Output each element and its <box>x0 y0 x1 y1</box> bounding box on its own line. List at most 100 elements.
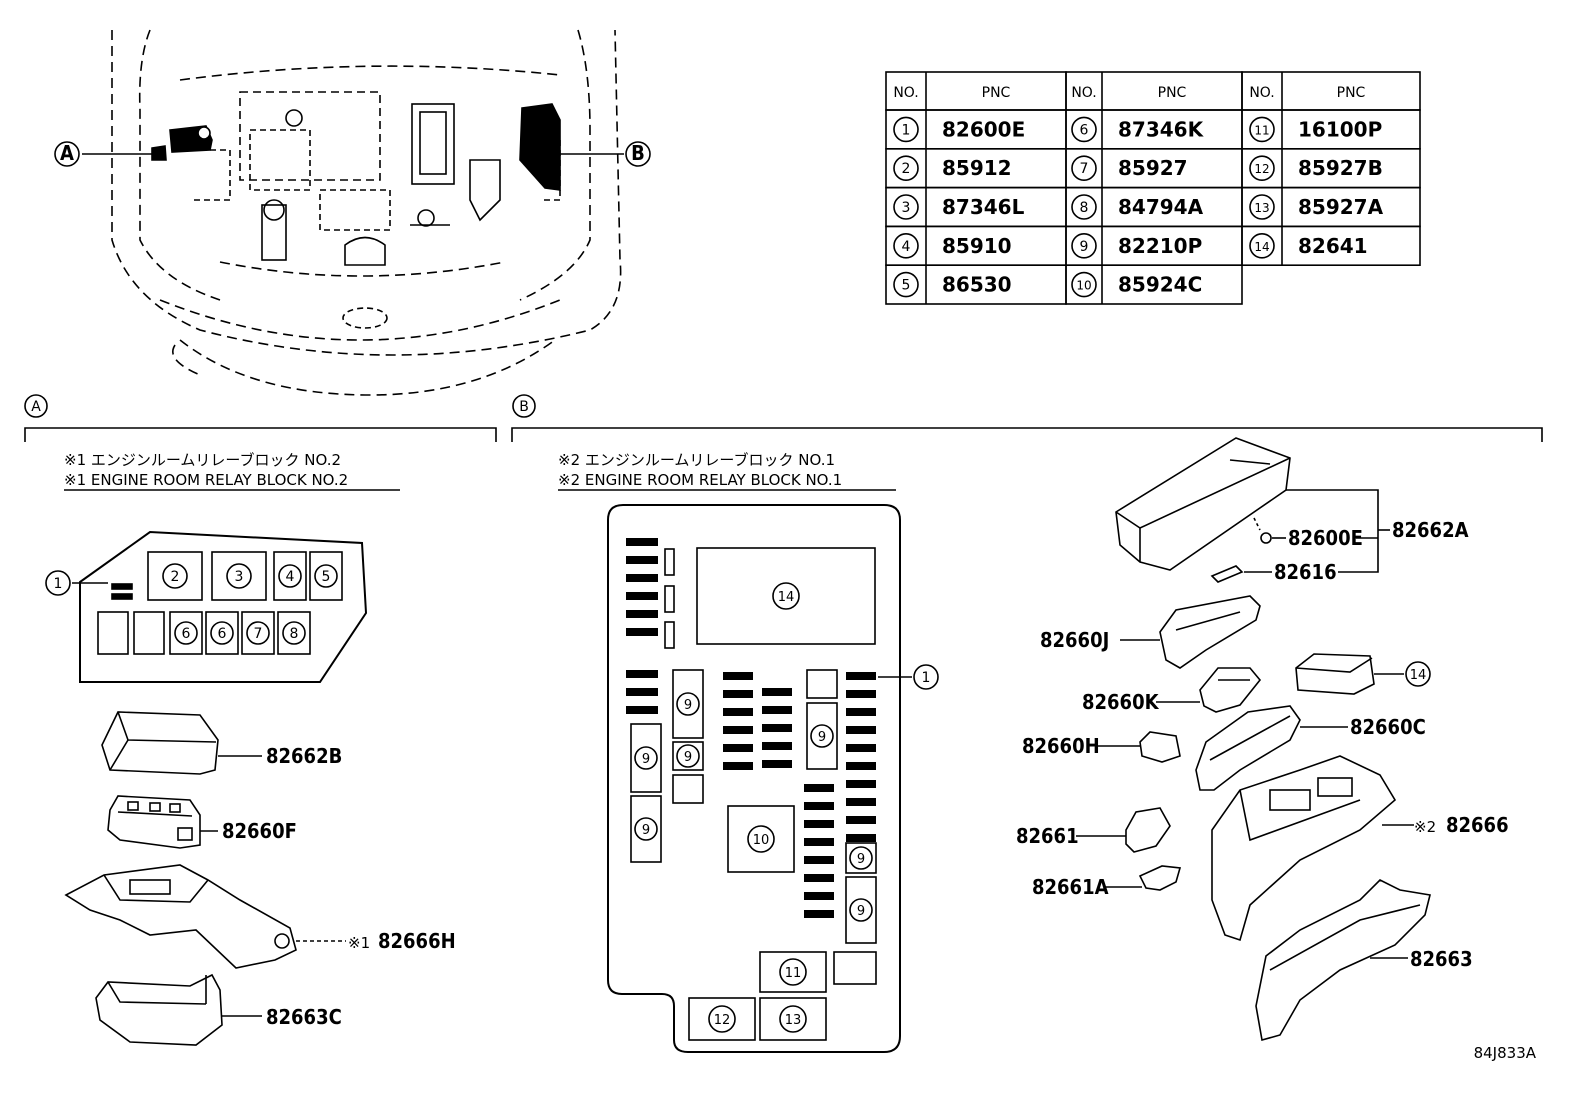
part-82663-drawing <box>1255 879 1431 1042</box>
table-pnc-82641: 82641 <box>1298 234 1368 258</box>
table-header-pnc: PNC <box>1158 85 1187 101</box>
section-a-marker: A <box>31 399 41 415</box>
fuse-mark <box>762 688 792 696</box>
b-callout-14-part: 14 <box>1410 668 1427 683</box>
b-callout-1: 1 <box>922 670 931 686</box>
b-callout-11: 11 <box>785 966 802 981</box>
part-82663C-drawing <box>95 973 223 1046</box>
section-b: B ※2 エンジンルームリレーブロック NO.1 ※2 ENGINE ROOM … <box>511 394 1543 1053</box>
section-b-marker: B <box>519 399 529 415</box>
table-header-no: NO. <box>893 85 918 101</box>
part-label-82666: 82666 <box>1446 813 1509 837</box>
engine-bay-overview: A B <box>54 29 651 396</box>
part-label-82662A: 82662A <box>1392 518 1469 542</box>
fuse-mark <box>804 820 834 828</box>
fuse-mark <box>762 760 792 768</box>
table-no-circle <box>893 271 919 298</box>
fuse-mark <box>804 838 834 846</box>
table-no-7: 7 <box>1080 161 1089 177</box>
fuse-mark <box>723 726 753 734</box>
part-label-82663C: 82663C <box>266 1005 342 1029</box>
b-block-callouts: 14 9 9 9 9 9 9 9 10 11 12 13 <box>634 582 873 1033</box>
table-no-circle <box>1249 155 1275 181</box>
part-82660K-drawing <box>1199 667 1262 713</box>
b-callout-9f: 9 <box>857 852 865 867</box>
table-pnc-87346K: 87346K <box>1118 117 1205 141</box>
fuse-mark <box>762 742 792 750</box>
table-no-12: 12 <box>1254 162 1269 176</box>
table-no-circle <box>1071 271 1097 298</box>
table-pnc-85910: 85910 <box>942 234 1012 258</box>
table-no-14: 14 <box>1254 240 1269 254</box>
table-no-circle <box>893 233 919 259</box>
part-82661A-drawing <box>1138 865 1182 891</box>
part-label-82662B: 82662B <box>266 744 342 768</box>
table-row-cell <box>1241 225 1421 266</box>
part-82660H-drawing <box>1139 731 1181 763</box>
b-callout-9e: 9 <box>818 730 826 745</box>
table-no-4: 4 <box>902 239 911 255</box>
overview-marker-b: B <box>631 141 645 165</box>
part-82662A-drawing <box>1115 437 1291 571</box>
part-82660F-drawing <box>107 795 201 849</box>
fuse-mark <box>846 708 876 716</box>
table-no-6: 6 <box>1080 122 1089 138</box>
a-callout-2: 2 <box>171 569 180 585</box>
a-callout-4: 4 <box>286 569 295 585</box>
fuse-mark <box>846 798 876 806</box>
table-no-circle <box>1071 155 1097 181</box>
fuse-mark <box>626 556 658 564</box>
relay-block-fuse-marks <box>626 538 876 918</box>
part-label-82661: 82661 <box>1016 824 1079 848</box>
part-prefix-82666: ※2 <box>1414 818 1436 836</box>
fuse-mark <box>626 628 658 636</box>
fuse-mark <box>762 706 792 714</box>
a-callout-1: 1 <box>54 576 63 592</box>
fuse-mark <box>804 784 834 792</box>
section-a: A ※1 エンジンルームリレーブロック NO.2 ※1 ENGINE ROOM … <box>24 394 497 1046</box>
part-82661-drawing <box>1125 807 1171 853</box>
part-label-82661A: 82661A <box>1032 875 1109 899</box>
b-callout-9a: 9 <box>684 698 692 713</box>
a-callout-6b: 6 <box>218 626 227 642</box>
fuse-mark <box>762 724 792 732</box>
section-b-title-en: ※2 ENGINE ROOM RELAY BLOCK NO.1 <box>558 471 842 489</box>
part-82666H-drawing <box>64 864 297 969</box>
part-label-82660C: 82660C <box>1350 715 1426 739</box>
a-callout-7: 7 <box>254 626 263 642</box>
b-callout-9b: 9 <box>684 750 692 765</box>
part-label-82660J: 82660J <box>1040 628 1109 652</box>
table-pnc-82600E: 82600E <box>942 117 1025 141</box>
table-pnc-87346L: 87346L <box>942 195 1025 219</box>
table-no-9: 9 <box>1080 239 1089 255</box>
table-no-circle <box>1249 233 1275 259</box>
part-label-82660K: 82660K <box>1082 690 1160 714</box>
part-label-82616: 82616 <box>1274 560 1337 584</box>
part-82660J-drawing <box>1159 595 1261 669</box>
part-82666-drawing <box>1211 755 1397 942</box>
table-pnc-86530: 86530 <box>942 273 1012 297</box>
overview-marker-a: A <box>60 141 74 165</box>
table-no-2: 2 <box>902 161 911 177</box>
drawing-code: 84J833A <box>1474 1044 1537 1062</box>
part-14-drawing <box>1295 653 1375 695</box>
fuse-mark <box>626 610 658 618</box>
b-callout-9g: 9 <box>857 904 865 919</box>
table-no-circle <box>1071 233 1097 259</box>
table-no-3: 3 <box>902 200 911 216</box>
fuse-mark <box>804 892 834 900</box>
part-82662B-drawing <box>101 711 219 775</box>
fuse-mark <box>804 874 834 882</box>
table-no-10: 10 <box>1076 279 1091 293</box>
a-callout-3: 3 <box>235 569 244 585</box>
fuse-mark <box>846 834 876 842</box>
fuse-mark <box>804 802 834 810</box>
fuse-mark <box>626 574 658 582</box>
fuse-mark <box>846 780 876 788</box>
part-label-82663: 82663 <box>1410 947 1473 971</box>
fuse-mark <box>846 816 876 824</box>
table-no-1: 1 <box>902 122 911 138</box>
table-header-pnc: PNC <box>982 85 1011 101</box>
part-label-82666H: 82666H <box>378 929 456 953</box>
b-callout-12: 12 <box>714 1013 731 1028</box>
